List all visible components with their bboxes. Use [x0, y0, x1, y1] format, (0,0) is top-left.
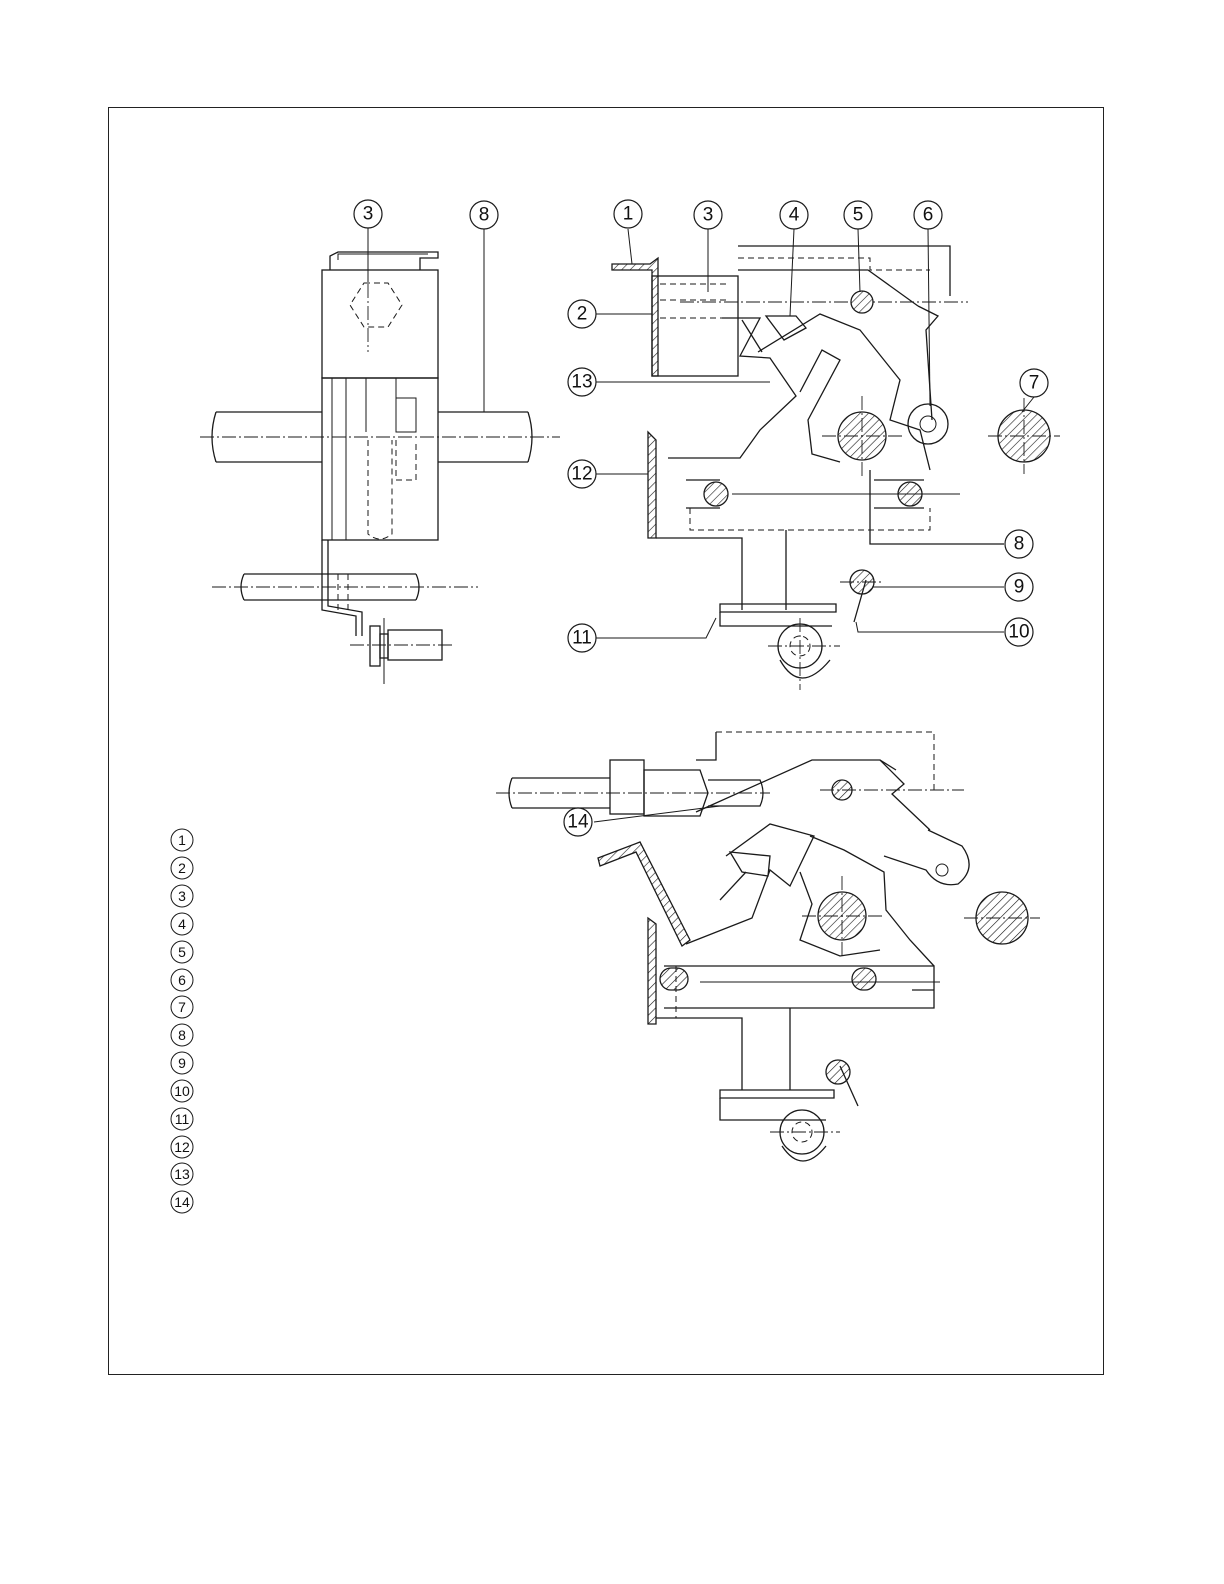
legend-item: 13 [171, 1163, 193, 1185]
svg-text:11: 11 [175, 1111, 190, 1127]
callout-top-11: 11 [568, 624, 596, 652]
callout-top-13: 13 [568, 368, 596, 396]
callout-top-7: 7 [1020, 369, 1048, 397]
svg-text:14: 14 [174, 1194, 190, 1210]
legend-item: 9 [171, 1052, 193, 1074]
svg-text:13: 13 [174, 1166, 190, 1182]
legend-item: 14 [171, 1191, 193, 1213]
svg-text:14: 14 [567, 812, 589, 833]
svg-text:6: 6 [178, 972, 186, 988]
svg-text:6: 6 [923, 205, 934, 226]
svg-text:10: 10 [174, 1083, 190, 1099]
legend-item: 1 [171, 829, 193, 851]
side-view [200, 240, 560, 684]
legend-item: 3 [171, 885, 193, 907]
svg-text:13: 13 [571, 372, 592, 393]
callout-top-3: 3 [694, 201, 722, 229]
callout-top-2: 2 [568, 300, 596, 328]
callout-top-10: 10 [1005, 618, 1033, 646]
callout-top-5: 5 [844, 201, 872, 229]
svg-text:7: 7 [178, 999, 186, 1015]
svg-text:5: 5 [853, 205, 864, 226]
svg-text:1: 1 [178, 832, 186, 848]
legend-item: 4 [171, 913, 193, 935]
svg-text:12: 12 [571, 464, 592, 485]
svg-text:7: 7 [1029, 373, 1040, 394]
svg-text:8: 8 [178, 1027, 186, 1043]
legend-item: 6 [171, 969, 193, 991]
front-view [612, 246, 1060, 690]
callout-top-1: 1 [614, 200, 642, 228]
callout-side-3: 3 [354, 200, 382, 228]
svg-text:8: 8 [479, 205, 490, 226]
legend-item: 12 [171, 1136, 193, 1158]
svg-text:4: 4 [789, 205, 800, 226]
callout-top-4: 4 [780, 201, 808, 229]
callout-top-6: 6 [914, 201, 942, 229]
legend-item: 8 [171, 1024, 193, 1046]
svg-text:3: 3 [178, 888, 186, 904]
callout-side-8: 8 [470, 201, 498, 229]
legend-item: 5 [171, 941, 193, 963]
svg-text:9: 9 [178, 1055, 186, 1071]
svg-text:2: 2 [577, 304, 588, 325]
svg-text:3: 3 [363, 204, 374, 225]
lower-view [496, 732, 1040, 1161]
svg-text:12: 12 [174, 1139, 190, 1155]
svg-text:1: 1 [623, 204, 634, 225]
legend-item: 11 [171, 1108, 193, 1130]
svg-text:4: 4 [178, 916, 186, 932]
svg-text:2: 2 [178, 860, 186, 876]
svg-text:5: 5 [178, 944, 186, 960]
svg-text:11: 11 [572, 628, 592, 649]
svg-text:10: 10 [1008, 622, 1029, 643]
callout-top-9: 9 [1005, 573, 1033, 601]
svg-text:3: 3 [703, 205, 714, 226]
legend-list: 1 2 3 4 5 6 7 8 9 10 11 12 13 14 [171, 829, 193, 1213]
legend-item: 7 [171, 996, 193, 1018]
svg-text:9: 9 [1014, 577, 1025, 598]
callout-top-12: 12 [568, 460, 596, 488]
legend-item: 2 [171, 857, 193, 879]
callout-bottom-14: 14 [564, 808, 592, 836]
svg-text:8: 8 [1014, 534, 1025, 555]
legend-item: 10 [171, 1080, 193, 1102]
callout-top-8: 8 [1005, 530, 1033, 558]
leader-lines [368, 228, 1034, 822]
